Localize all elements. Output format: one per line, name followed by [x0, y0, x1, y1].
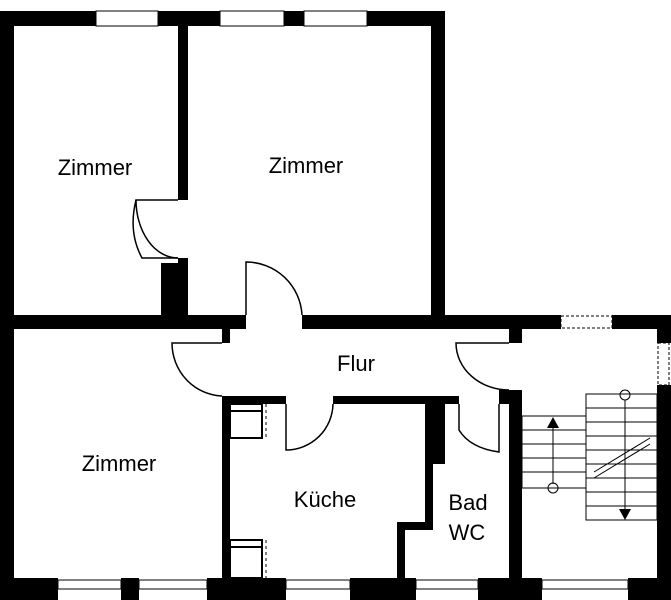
- room-labels: Zimmer Zimmer Zimmer Flur Küche Bad WC: [58, 153, 488, 545]
- kitchen-niche-wall: [397, 522, 433, 530]
- bottom-wall-segment: [121, 578, 139, 600]
- staircase: [521, 389, 658, 521]
- window: [285, 579, 351, 590]
- corridor-wall: [222, 396, 230, 578]
- horizontal-wall: [302, 315, 445, 329]
- window: [303, 10, 368, 27]
- partition-wall: [178, 26, 188, 200]
- label-zimmer-top-center: Zimmer: [269, 153, 344, 178]
- stair-cut-line: [593, 437, 651, 473]
- label-wc: WC: [449, 520, 486, 545]
- stair-separator: [509, 390, 522, 578]
- stair-separator: [509, 329, 522, 343]
- stair-top-wall: [431, 315, 561, 329]
- stair-cut-line: [593, 443, 651, 479]
- kitchen-cabinets: [229, 403, 263, 579]
- window: [95, 10, 159, 27]
- horizontal-wall: [0, 315, 246, 329]
- door-swing: [458, 404, 500, 453]
- chimney: [161, 263, 178, 316]
- window: [415, 579, 479, 590]
- kitchen-right-wall: [425, 404, 433, 528]
- doors: [132, 199, 510, 453]
- label-kueche: Küche: [294, 487, 356, 512]
- stair-start-marker: [547, 482, 559, 494]
- top-wall-segment: [284, 11, 304, 26]
- door-swing: [455, 342, 510, 391]
- left-wall: [0, 11, 14, 600]
- bath-chimney: [427, 404, 445, 464]
- door-swing: [132, 199, 178, 259]
- arrow-up-icon: [547, 417, 559, 428]
- top-wall-segment: [367, 11, 445, 26]
- door-swing: [135, 199, 179, 259]
- stair-top-wall: [612, 315, 671, 329]
- window: [560, 315, 613, 329]
- kitchen-top-wall: [222, 396, 286, 404]
- door-swing: [171, 342, 223, 397]
- label-zimmer-top-left: Zimmer: [58, 155, 133, 180]
- stair-run: [585, 393, 658, 521]
- stair-arrows: [547, 417, 631, 520]
- arrow-down-icon: [619, 509, 631, 520]
- window: [657, 342, 670, 386]
- right-wall-upper: [431, 11, 445, 329]
- top-wall-segment: [0, 11, 96, 26]
- top-wall-segment: [158, 11, 220, 26]
- window: [219, 10, 285, 27]
- interior-walls: [0, 26, 522, 578]
- label-zimmer-bottom-left: Zimmer: [82, 451, 157, 476]
- corridor-wall: [222, 329, 230, 343]
- right-wall-lower: [657, 385, 671, 600]
- label-bad: Bad: [448, 490, 487, 515]
- cabinet: [229, 403, 263, 439]
- label-flur: Flur: [337, 351, 375, 376]
- bottom-wall-segment: [0, 578, 58, 600]
- cabinet: [229, 539, 263, 579]
- outer-walls: [0, 11, 671, 600]
- bottom-wall-segment: [207, 578, 286, 600]
- bottom-wall-segment: [350, 578, 416, 600]
- windows: [57, 10, 670, 590]
- window: [541, 579, 629, 590]
- window: [57, 579, 122, 590]
- bath-door-stub: [499, 390, 509, 404]
- kitchen-top-wall: [333, 396, 459, 404]
- door-swing: [285, 403, 334, 451]
- kitchen-niche-wall: [397, 522, 405, 578]
- bottom-wall-segment: [478, 578, 542, 600]
- window: [138, 579, 208, 590]
- stair-start-marker: [619, 389, 631, 401]
- door-swing: [245, 261, 303, 316]
- partition-wall: [178, 258, 188, 316]
